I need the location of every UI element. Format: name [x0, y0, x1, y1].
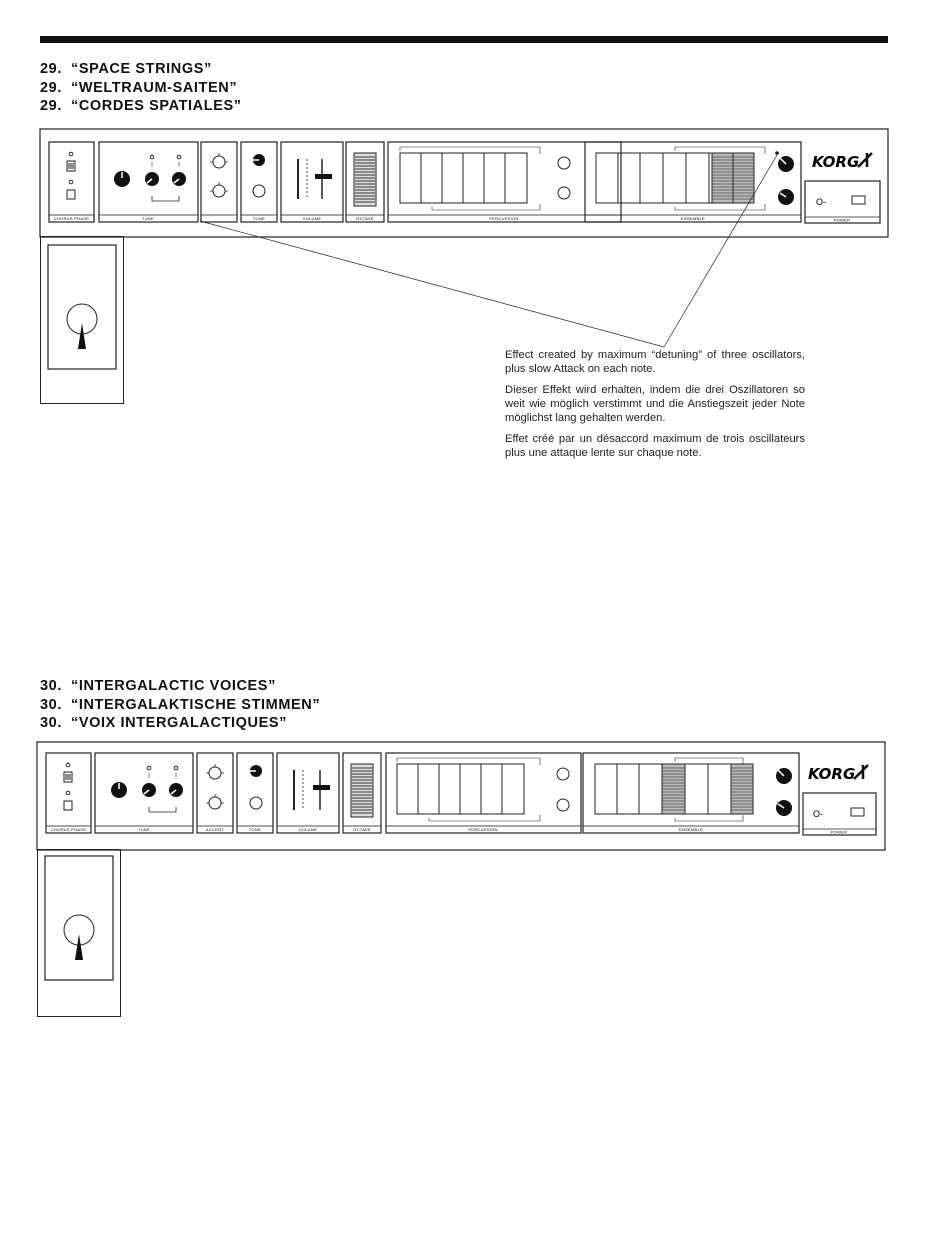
accent-section [200, 141, 238, 223]
volume-section: VOLUME [280, 141, 344, 223]
patch-29-title-fr: 29.“CORDES SPATIALES” [40, 98, 242, 114]
korg-logo-mark [853, 764, 869, 780]
patch-29-titles: 29.“SPACE STRINGS” 29.“WELTRAUM-SAITEN” … [40, 60, 242, 116]
korg-panel-29: CHORUS PHASE TUNE [39, 128, 889, 348]
pitch-lever[interactable] [75, 934, 83, 960]
callout-lines [199, 154, 778, 348]
volume-label: VOLUME [299, 827, 318, 832]
patch-30-title-de: 30.“INTERGALAKTISCHE STIMMEN” [40, 696, 321, 713]
korg-logo-power: KORG O- POWER [804, 152, 881, 224]
tune-knob-1[interactable] [111, 782, 127, 798]
octave-section: OCTAVE [345, 141, 385, 223]
power-label: POWER [834, 218, 851, 223]
volume-slider[interactable] [313, 785, 330, 790]
octave-section: OCTAVE [342, 752, 382, 834]
tune-label: TUNE [142, 216, 154, 221]
percussion-label: PERCUSSION [468, 827, 497, 832]
power-switch[interactable] [851, 195, 866, 205]
power-indicator: O- [816, 197, 826, 207]
percussion-label: PERCUSSION [489, 216, 518, 221]
korg-logo-mark [857, 152, 873, 168]
description-en: Effect created by maximum “detuning” of … [505, 349, 805, 375]
pitch-wheel-box-29 [40, 236, 124, 404]
patch-29-title-en: 29.“SPACE STRINGS” [40, 61, 212, 77]
ensemble-section: ENSEMBLE [584, 141, 802, 223]
chorus-phase-section: CHORUS PHASE [45, 752, 92, 834]
volume-section: VOLUME [276, 752, 340, 834]
power-switch[interactable] [850, 807, 865, 817]
ensemble-label: ENSEMBLE [681, 216, 705, 221]
tone-label: TONE [249, 827, 261, 832]
power-indicator: O- [813, 809, 823, 819]
description-de: Dieser Effekt wird erhalten, indem die d… [505, 384, 805, 424]
patch-29-title-de: 29.“WELTRAUM-SAITEN” [40, 79, 238, 96]
pitch-lever[interactable] [78, 323, 86, 349]
accent-label: ACCENT [206, 827, 225, 832]
pitch-wheel-box-30 [37, 849, 121, 1017]
accent-section: ACCENT [196, 752, 234, 834]
top-rule [40, 36, 888, 43]
patch-30-title-fr: 30.“VOIX INTERGALACTIQUES” [40, 715, 288, 731]
volume-label: VOLUME [303, 216, 322, 221]
volume-slider[interactable] [315, 174, 332, 179]
korg-logo: KORG [812, 153, 859, 171]
patch-30-title-en: 30.“INTERGALACTIC VOICES” [40, 678, 276, 694]
tone-label: TONE [253, 216, 265, 221]
patch-30-titles: 30.“INTERGALACTIC VOICES” 30.“INTERGALAK… [40, 677, 320, 733]
patch-29-description: Effect created by maximum “detuning” of … [505, 348, 805, 467]
octave-label: OCTAVE [356, 216, 374, 221]
octave-label: OCTAVE [353, 827, 371, 832]
korg-logo: KORG [808, 765, 855, 783]
tune-label: TUNE [138, 827, 150, 832]
tune-knob-1[interactable] [114, 171, 130, 187]
ensemble-section: ENSEMBLE [582, 752, 800, 834]
chorus-phase-label: CHORUS PHASE [51, 827, 87, 832]
korg-panel-30: CHORUS PHASE TUNE ACCENT [36, 741, 886, 851]
tune-section: TUNE [94, 752, 194, 834]
ensemble-label: ENSEMBLE [679, 827, 703, 832]
power-label: POWER [831, 830, 848, 835]
chorus-phase-section: CHORUS PHASE [48, 141, 95, 223]
tune-section: TUNE [98, 141, 199, 223]
description-fr: Effet créé par un désaccord maximum de t… [505, 433, 805, 459]
korg-logo-power: KORG O- POWER [802, 764, 877, 836]
tone-section: TONE [240, 141, 278, 223]
percussion-section: PERCUSSION [385, 752, 582, 834]
percussion-section: PERCUSSION [387, 141, 622, 223]
tone-section: TONE [236, 752, 274, 834]
chorus-phase-label: CHORUS PHASE [54, 216, 90, 221]
